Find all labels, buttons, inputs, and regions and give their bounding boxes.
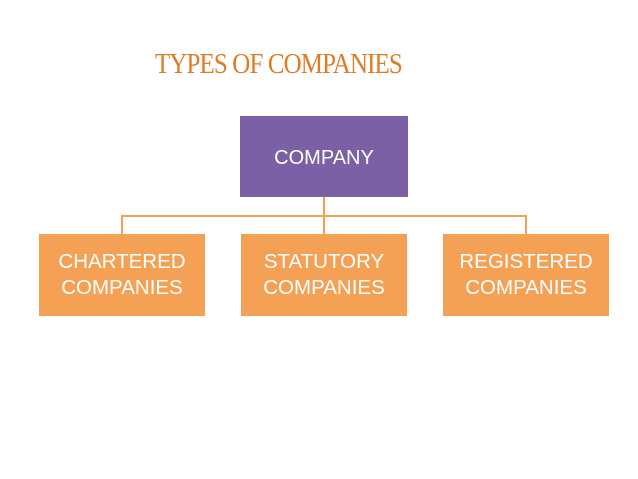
slide-title: TYPES OF COMPANIES: [155, 48, 403, 80]
node-chartered-companies: CHARTERED COMPANIES: [39, 234, 205, 316]
node-registered-companies: REGISTERED COMPANIES: [443, 234, 609, 316]
node-statutory-companies: STATUTORY COMPANIES: [241, 234, 407, 316]
node-company: COMPANY: [240, 116, 408, 197]
